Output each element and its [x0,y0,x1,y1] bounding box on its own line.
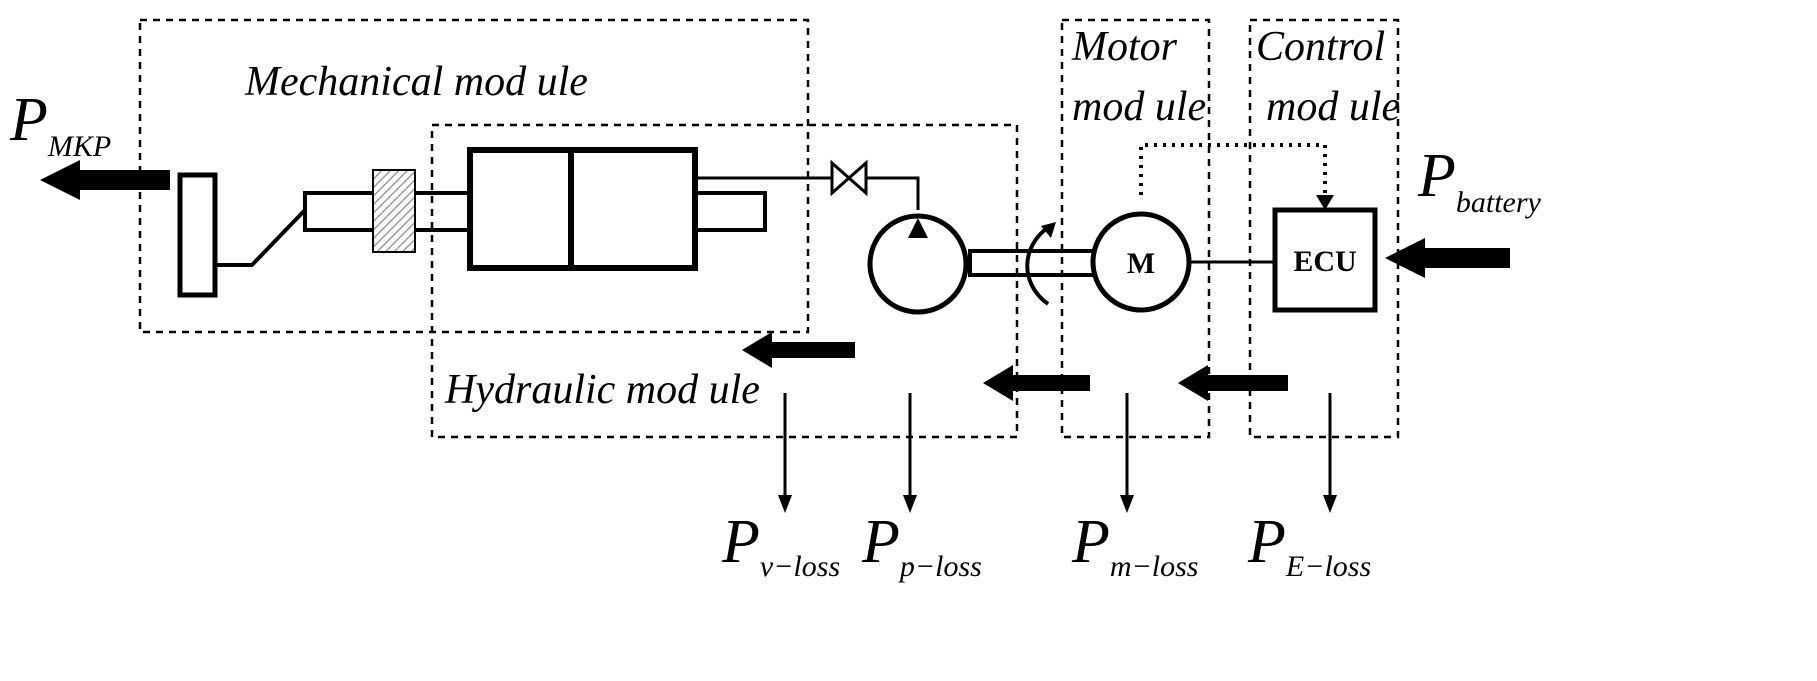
rod-seal [372,169,416,253]
control-module-box [1248,18,1400,439]
hydraulic-module-label: Hydraulic mod ule [444,367,760,413]
loss-m-subscript: m−loss [1110,550,1199,583]
ecu-box [1272,207,1378,313]
input-power-subscript: battery [1456,186,1542,219]
loss-v-subscript: v−loss [760,550,840,583]
output-power-subscript: MKP [47,130,111,163]
loss-arrow-v [778,393,792,513]
motor-module-box [1060,18,1211,439]
output-power-label: PMKP [9,86,111,163]
loss-v-symbol: P [721,508,760,576]
hydraulic-cylinder [467,147,698,271]
rotation-arrow [1025,224,1052,306]
hydraulic-line-to-pump [866,176,920,210]
loss-arrow-m [1120,393,1134,513]
input-power-arrow [1385,238,1510,278]
loss-e-symbol: P [1247,508,1286,576]
loss-p-subscript: p−loss [898,550,982,583]
output-power-symbol: P [9,86,48,154]
control-module-label-line1: Control [1256,24,1385,70]
loss-label-e: PE−loss [1247,508,1371,583]
output-power-arrow [40,160,170,200]
mechanical-module-box [138,18,810,334]
input-power-symbol: P [1417,142,1456,210]
motor-module-label-line2: mod ule [1072,84,1206,130]
loss-e-subscript: E−loss [1285,550,1371,583]
loss-arrow-p [903,393,917,513]
flow-arrow-pump-to-cylinder [742,332,855,368]
motor-label: M [1127,247,1155,280]
control-signal-line [1139,143,1327,205]
rotation-arrow-head [1041,222,1056,238]
pump-icon [867,213,969,315]
drive-shaft [968,249,1097,277]
control-signal-arrow-head [1316,195,1334,210]
loss-label-m: Pm−loss [1071,508,1198,583]
loss-p-symbol: P [861,508,900,576]
input-power-label: Pbattery [1417,142,1542,219]
motor-module-label-line1: Motor [1071,24,1178,70]
flow-arrow-motor-to-pump [983,365,1090,401]
pump-direction-triangle [908,218,928,238]
loss-label-v: Pv−loss [721,508,840,583]
control-module-label-line2: mod ule [1266,84,1400,130]
brake-pad [177,172,218,298]
ecu-label: ECU [1293,245,1356,278]
valve-icon [830,159,868,197]
hydraulic-module-box [430,123,1019,439]
linkage-arm [215,208,307,267]
loss-label-p: Pp−loss [861,508,982,583]
loss-arrow-e [1323,393,1337,513]
flow-arrow-control-to-motor [1178,365,1288,401]
loss-m-symbol: P [1071,508,1110,576]
mechanical-module-label: Mechanical mod ule [244,59,588,105]
